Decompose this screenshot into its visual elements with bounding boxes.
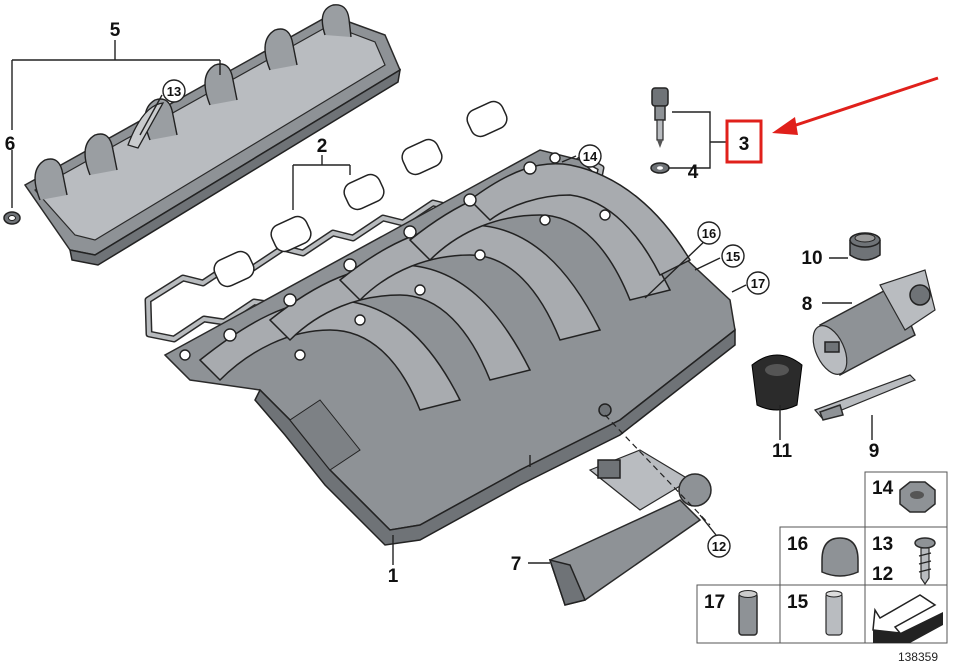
callouts: 5 6 2 3 4 10 8 11 9 7 1 13 14 16 15 17 1… xyxy=(5,20,880,587)
table-label-12: 12 xyxy=(872,564,893,585)
sleeve-icon xyxy=(738,592,758,636)
intake-manifold xyxy=(163,149,736,546)
pin-icon xyxy=(825,592,843,636)
table-label-16: 16 xyxy=(787,534,808,555)
callout-7: 7 xyxy=(511,554,522,575)
callout-9: 9 xyxy=(869,441,880,462)
highlight-arrow xyxy=(772,76,939,135)
alignment-line xyxy=(604,414,711,526)
leader-lines xyxy=(11,40,873,565)
table-label-17: 17 xyxy=(704,592,725,613)
callout-5: 5 xyxy=(110,20,121,41)
cap-nut-icon xyxy=(821,537,859,577)
callout-8: 8 xyxy=(802,294,813,315)
callout-14: 14 xyxy=(583,149,598,164)
highlight-box xyxy=(725,119,763,164)
callout-3: 3 xyxy=(739,134,750,155)
hardware-table: 14 16 13 12 17 15 xyxy=(696,471,948,644)
callout-15: 15 xyxy=(726,249,740,264)
valve-actuator xyxy=(812,269,936,377)
direction-arrow-icon xyxy=(872,594,943,643)
callout-4: 4 xyxy=(688,162,699,183)
injector-rail-cover xyxy=(23,4,402,266)
table-label-14: 14 xyxy=(872,478,894,499)
bracket xyxy=(813,374,917,421)
callout-6: 6 xyxy=(5,134,16,155)
callout-13: 13 xyxy=(167,84,181,99)
rubber-mount xyxy=(751,354,803,411)
callout-1: 1 xyxy=(388,566,399,587)
callout-2: 2 xyxy=(317,136,328,157)
seal-ring xyxy=(3,211,21,225)
callout-11: 11 xyxy=(772,441,793,462)
callout-10: 10 xyxy=(801,248,822,269)
callout-12: 12 xyxy=(712,539,726,554)
cap xyxy=(849,232,881,261)
sensor-washer xyxy=(650,162,670,174)
callout-16: 16 xyxy=(702,226,716,241)
callout-17: 17 xyxy=(751,276,765,291)
table-label-13: 13 xyxy=(872,534,893,555)
diagram-reference-number: 138359 xyxy=(898,650,938,664)
sensor xyxy=(651,87,669,148)
table-label-15: 15 xyxy=(787,592,809,613)
screw-icon xyxy=(914,537,936,586)
actuator-assembly xyxy=(548,449,712,606)
